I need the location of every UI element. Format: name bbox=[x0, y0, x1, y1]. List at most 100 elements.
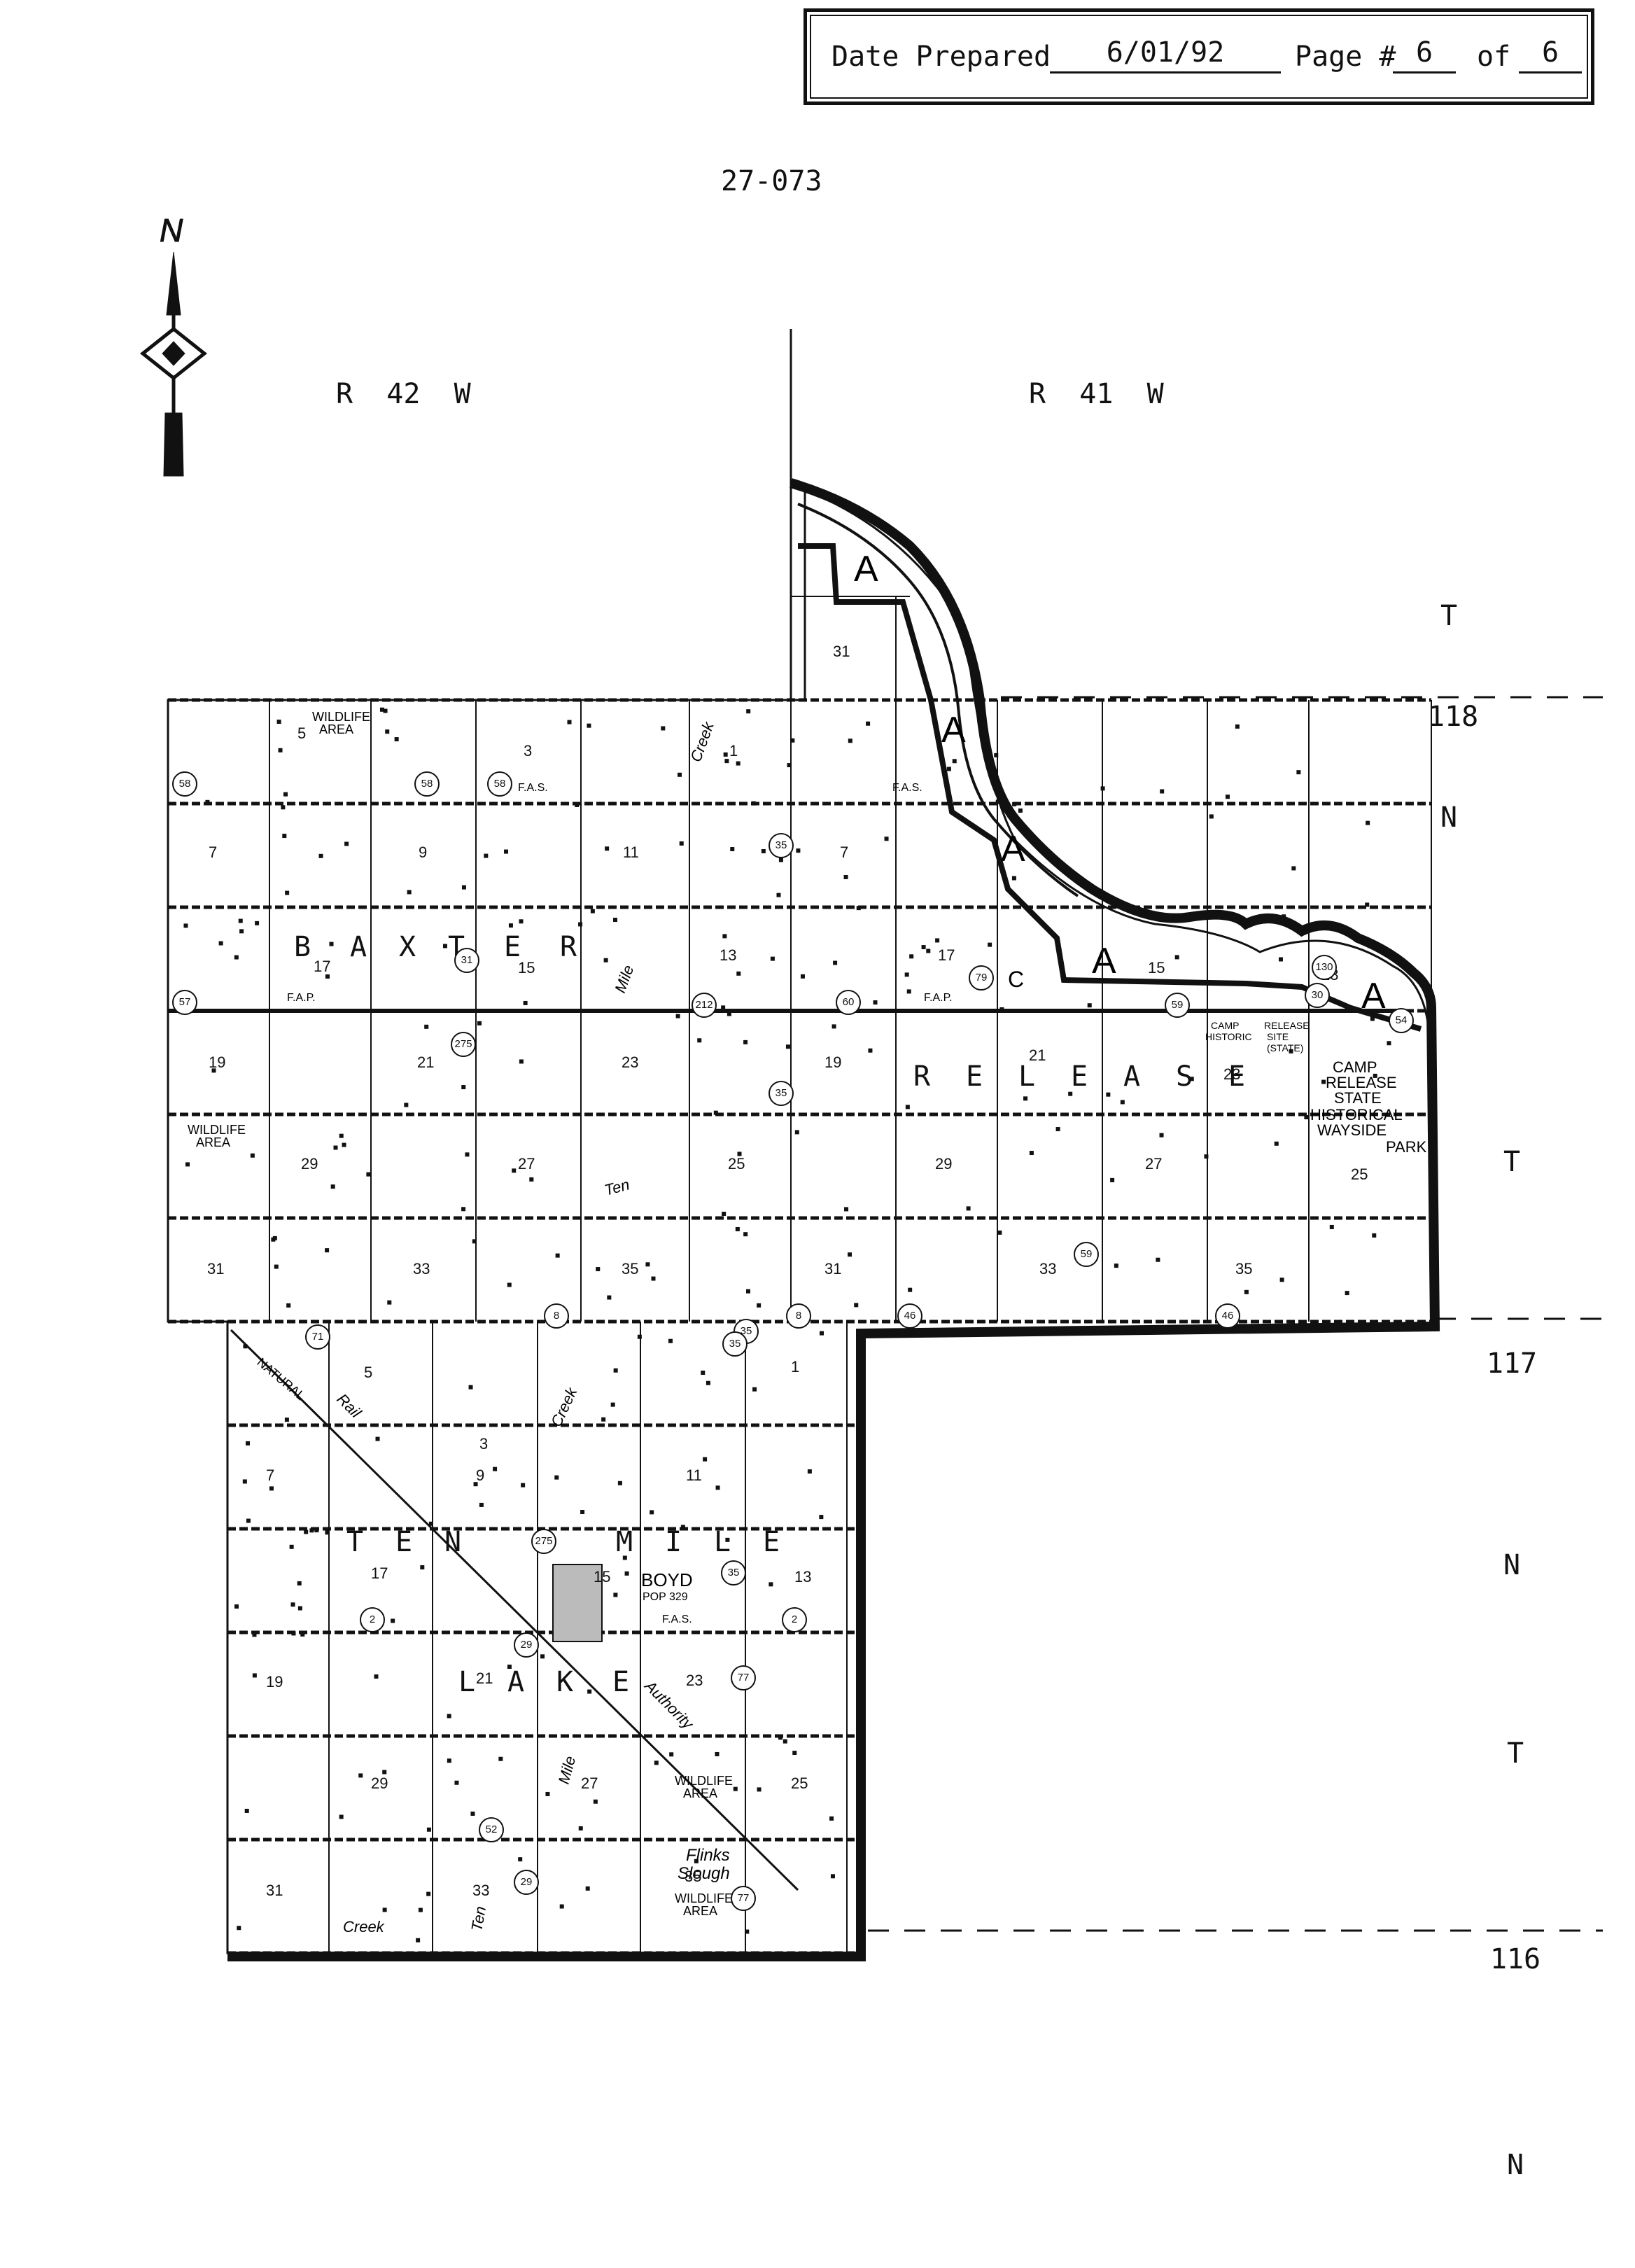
farmstead-dot bbox=[468, 1385, 473, 1390]
township-name-letter: I bbox=[665, 1526, 682, 1558]
route-shield-icon: 275 bbox=[451, 1032, 476, 1057]
farmstead-dot bbox=[605, 846, 610, 851]
farmstead-dot bbox=[787, 763, 792, 768]
farmstead-dot bbox=[610, 1402, 615, 1407]
section-number: 15 bbox=[518, 959, 535, 976]
farmstead-dot bbox=[701, 1371, 706, 1376]
farmstead-dot bbox=[234, 1604, 239, 1609]
farmstead-dot bbox=[286, 1303, 291, 1308]
farmstead-dot bbox=[387, 1300, 392, 1305]
farmstead-dot bbox=[807, 1469, 812, 1474]
section-number: 33 bbox=[1039, 1260, 1057, 1278]
route-shield-icon: 29 bbox=[514, 1870, 539, 1895]
farmstead-dot bbox=[211, 1068, 216, 1073]
farmstead-dot bbox=[790, 738, 795, 743]
farmstead-dot bbox=[1106, 1092, 1111, 1097]
route-shield-icon: 275 bbox=[531, 1529, 556, 1554]
farmstead-dot bbox=[935, 938, 940, 943]
route-shield-icon: 35 bbox=[721, 1560, 746, 1586]
section-number: 5 bbox=[297, 724, 307, 742]
farmstead-dot bbox=[461, 885, 466, 890]
section-number: 27 bbox=[518, 1155, 535, 1172]
farmstead-dot bbox=[1023, 1096, 1028, 1101]
farmstead-dot bbox=[783, 1739, 787, 1744]
farmstead-dot bbox=[1235, 724, 1240, 729]
route-shield-icon: 35 bbox=[769, 1081, 794, 1106]
farmstead-dot bbox=[736, 971, 741, 976]
farmstead-dot bbox=[382, 1770, 387, 1774]
route-shield-icon: 2 bbox=[360, 1607, 385, 1632]
farmstead-dot bbox=[995, 799, 1000, 804]
farmstead-dot bbox=[868, 1048, 873, 1053]
farmstead-dot bbox=[278, 748, 283, 752]
farmstead-dot bbox=[946, 766, 951, 771]
camp-release-line: HISTORICAL bbox=[1310, 1106, 1403, 1124]
route-shield-icon: 46 bbox=[1215, 1303, 1240, 1329]
farmstead-dot bbox=[529, 1177, 534, 1182]
farmstead-dot bbox=[778, 1735, 783, 1740]
farmstead-dot bbox=[479, 1502, 484, 1507]
farmstead-dot bbox=[578, 922, 583, 927]
farmstead-dot bbox=[246, 1518, 251, 1523]
route-shield-icon: 29 bbox=[514, 1632, 539, 1658]
farmstead-dot bbox=[580, 1510, 585, 1515]
farmstead-dot bbox=[757, 1303, 762, 1308]
township-118-t: T bbox=[1440, 600, 1458, 632]
section-number: 19 bbox=[824, 1054, 842, 1071]
farmstead-dot bbox=[873, 1000, 878, 1005]
release-site-label: (STATE) bbox=[1267, 1042, 1303, 1054]
farmstead-dot bbox=[794, 1130, 799, 1135]
section-number: 15 bbox=[594, 1568, 611, 1586]
township-name-letter: E bbox=[612, 1666, 630, 1698]
farmstead-dot bbox=[736, 761, 741, 766]
farmstead-dot bbox=[988, 942, 992, 947]
farmstead-dot bbox=[848, 1252, 852, 1257]
wildlife-area-label: WILDLIFE bbox=[312, 710, 370, 724]
farmstead-dot bbox=[593, 1799, 598, 1804]
release-site-label: RELEASE bbox=[1264, 1020, 1310, 1031]
ten-label: Ten bbox=[468, 1905, 489, 1933]
farmstead-dot bbox=[447, 1714, 451, 1718]
farmstead-dot bbox=[420, 1565, 425, 1570]
boyd-town-name: BOYD bbox=[641, 1569, 693, 1590]
farmstead-dot bbox=[833, 960, 838, 965]
farmstead-dot bbox=[255, 920, 260, 925]
township-name-letter: E bbox=[966, 1060, 983, 1093]
township-116-n: N bbox=[1506, 2149, 1524, 2181]
farmstead-dot bbox=[375, 1436, 380, 1441]
section-number: 17 bbox=[938, 946, 955, 964]
camp-historic-label: HISTORIC bbox=[1205, 1031, 1252, 1042]
date-prepared-value: 6/01/92 bbox=[1050, 36, 1281, 74]
farmstead-dot bbox=[521, 1483, 526, 1488]
farmstead-dot bbox=[283, 792, 288, 797]
farmstead-dot bbox=[289, 1544, 294, 1549]
farmstead-dot bbox=[906, 989, 911, 994]
camp-release-line: CAMP bbox=[1333, 1058, 1377, 1076]
township-name-letter: E bbox=[395, 1526, 413, 1558]
farmstead-dot bbox=[587, 723, 591, 728]
route-shield-icon: 35 bbox=[722, 1331, 748, 1357]
fas-label: F.A.S. bbox=[892, 782, 922, 794]
route-shield-icon: 59 bbox=[1165, 993, 1190, 1018]
farmstead-dot bbox=[252, 1632, 257, 1637]
wildlife-area-label: WILDLIFE bbox=[188, 1123, 246, 1137]
township-name-letter: M bbox=[616, 1526, 633, 1558]
farmstead-dot bbox=[761, 848, 766, 853]
farmstead-dot bbox=[269, 1486, 274, 1491]
creek-label: Creek bbox=[343, 1918, 385, 1935]
farmstead-dot bbox=[829, 1816, 834, 1821]
farmstead-dot bbox=[737, 1152, 742, 1156]
farmstead-dot bbox=[519, 1059, 524, 1064]
route-shield-icon: 71 bbox=[305, 1324, 330, 1350]
route-shield-icon: 2 bbox=[782, 1607, 807, 1632]
farmstead-dot bbox=[854, 1303, 859, 1308]
farmstead-dot bbox=[555, 1253, 560, 1258]
farmstead-dot bbox=[905, 1105, 910, 1110]
fap-label: F.A.P. bbox=[287, 992, 316, 1004]
fap-label: F.A.P. bbox=[924, 992, 953, 1004]
route-shield-icon: 54 bbox=[1389, 1008, 1414, 1033]
farmstead-dot bbox=[465, 1152, 470, 1157]
farmstead-dot bbox=[1114, 1264, 1118, 1268]
farmstead-dot bbox=[1329, 1224, 1334, 1229]
township-name-letter: T bbox=[346, 1526, 364, 1558]
